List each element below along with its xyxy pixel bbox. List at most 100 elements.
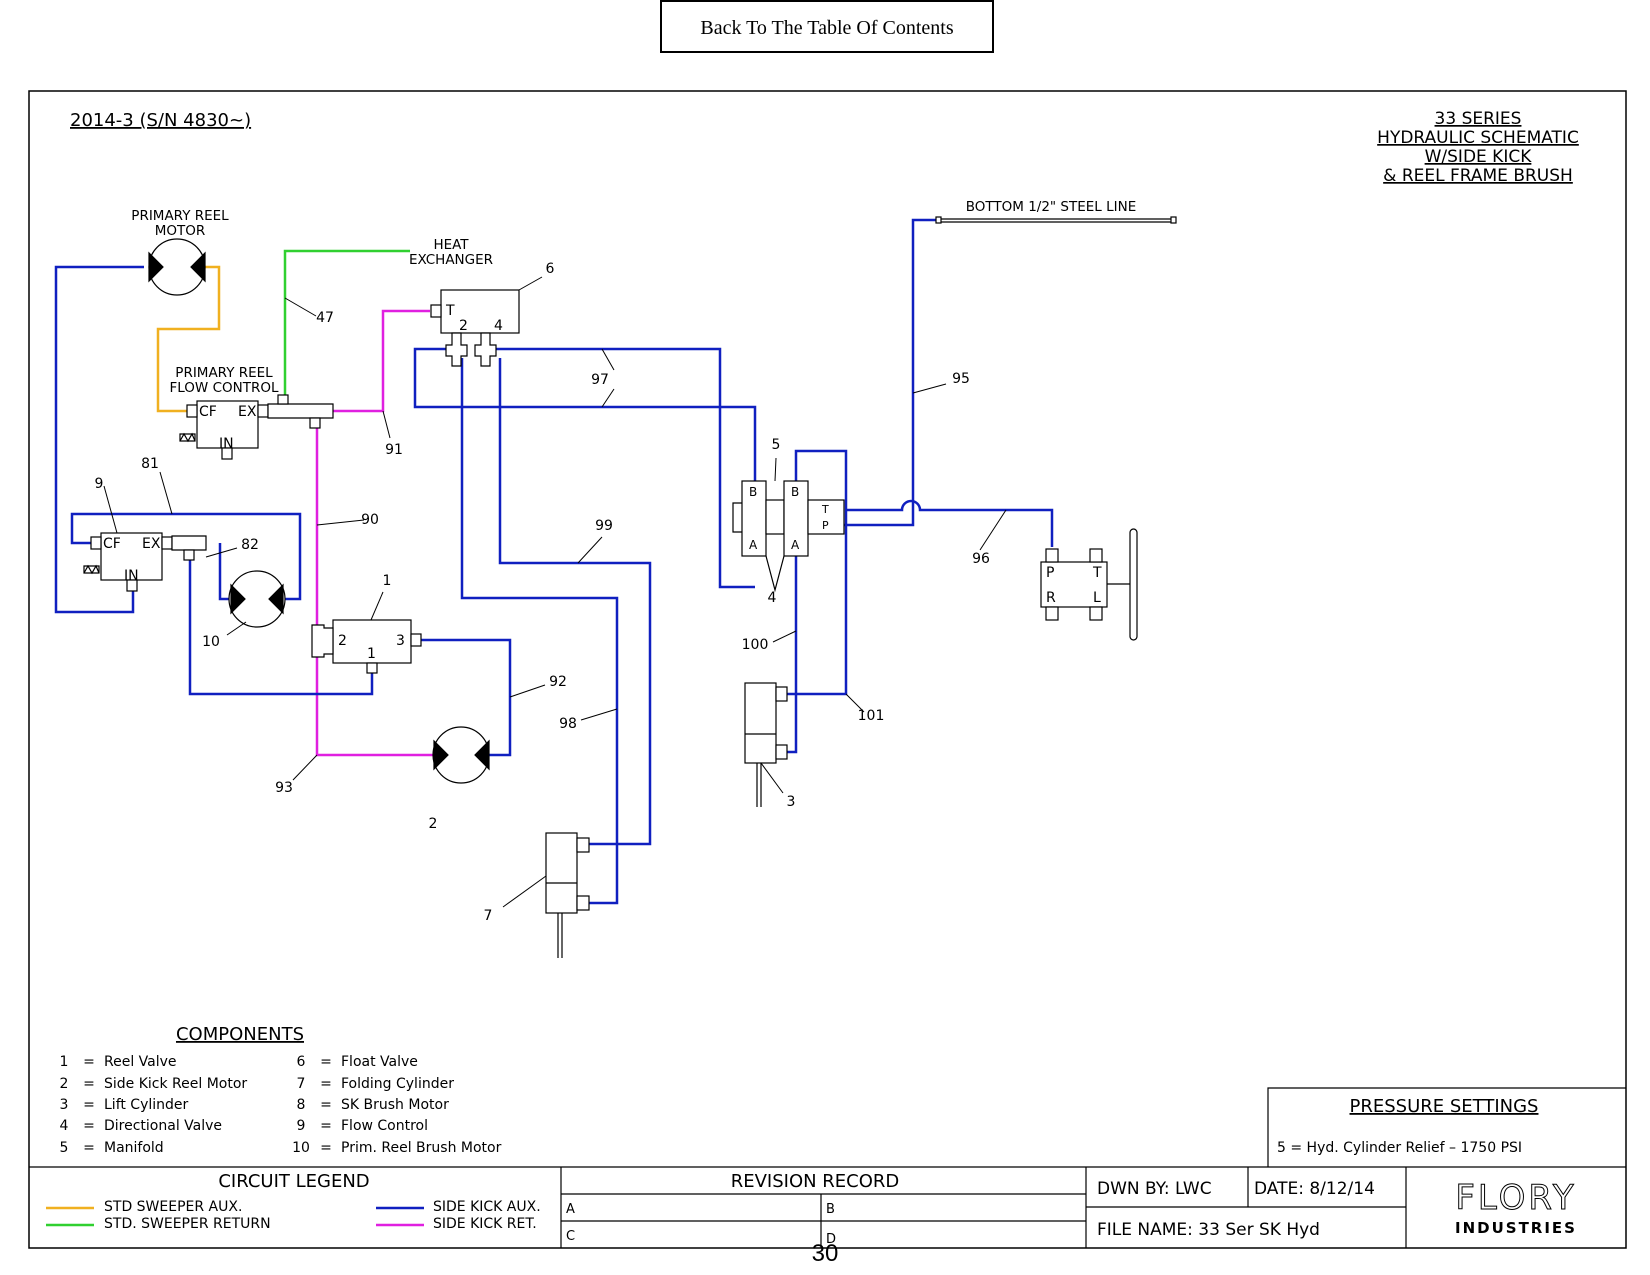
port-b-right: B bbox=[791, 485, 799, 499]
hose-97-a bbox=[496, 347, 755, 589]
comp-eq: = bbox=[83, 1118, 95, 1134]
port-in-primary: IN bbox=[219, 436, 234, 452]
revision-c: C bbox=[566, 1229, 575, 1244]
company-name: FLORY bbox=[1455, 1178, 1576, 1218]
hose-92-blue bbox=[421, 638, 512, 757]
lift-cylinder-3-symbol bbox=[744, 682, 788, 807]
port-t-valve6: T bbox=[445, 303, 455, 319]
comp-num: 4 bbox=[60, 1118, 69, 1134]
comp-name: Prim. Reel Brush Motor bbox=[341, 1140, 502, 1156]
primary-reel-flow-control-symbol bbox=[179, 394, 334, 460]
port-ex-9: EX bbox=[142, 536, 161, 552]
comp-eq: = bbox=[320, 1076, 332, 1092]
port-cf-primary: CF bbox=[199, 404, 217, 420]
directional-valve-symbol bbox=[732, 480, 845, 593]
comp-eq: = bbox=[320, 1140, 332, 1156]
title-line-1: 33 SERIES bbox=[1435, 109, 1522, 129]
comp-num: 10 bbox=[292, 1140, 310, 1156]
hose-96-blue bbox=[927, 508, 1054, 547]
callout-98: 98 bbox=[559, 716, 577, 732]
company-subtitle: INDUSTRIES bbox=[1455, 1219, 1577, 1237]
callout-3: 3 bbox=[787, 794, 796, 810]
comp-name: Directional Valve bbox=[104, 1118, 222, 1134]
title-line-2: HYDRAULIC SCHEMATIC bbox=[1377, 128, 1579, 148]
comp-num: 7 bbox=[297, 1076, 306, 1092]
legend-label-sk-ret: SIDE KICK RET. bbox=[433, 1216, 537, 1232]
port-3-valve1: 3 bbox=[396, 633, 405, 649]
pressure-title: PRESSURE SETTINGS bbox=[1350, 1096, 1539, 1117]
hose-100-blue bbox=[787, 553, 798, 754]
hose-reel-valve-return bbox=[188, 550, 374, 696]
callout-10: 10 bbox=[202, 634, 220, 650]
legend-label-std-return: STD. SWEEPER RETURN bbox=[104, 1216, 271, 1232]
callout-101: 101 bbox=[858, 708, 885, 724]
hose-97-b bbox=[413, 347, 757, 489]
callout-6: 6 bbox=[546, 261, 555, 277]
label-heat-exchanger-1: HEAT bbox=[433, 237, 469, 253]
revision-label: 2014-3 (S/N 4830~) bbox=[70, 110, 251, 131]
callout-90: 90 bbox=[361, 512, 379, 528]
comp-name: Float Valve bbox=[341, 1054, 418, 1070]
revision-a: A bbox=[566, 1202, 575, 1217]
hose-yellow-std-aux bbox=[156, 265, 221, 413]
flory-logo: FLORY INDUSTRIES bbox=[1455, 1178, 1577, 1238]
folding-cylinder-7-symbol bbox=[545, 832, 590, 958]
flow-control-9-symbol bbox=[83, 532, 207, 592]
primary-reel-motor-symbol bbox=[148, 238, 206, 296]
steering-valve-symbol bbox=[1040, 528, 1138, 641]
callout-81: 81 bbox=[141, 456, 159, 472]
comp-eq: = bbox=[83, 1097, 95, 1113]
legend-label-std-aux: STD SWEEPER AUX. bbox=[104, 1199, 242, 1215]
callout-95: 95 bbox=[952, 371, 970, 387]
port-ex-primary: EX bbox=[238, 404, 257, 420]
hose-95-blue bbox=[844, 218, 938, 527]
hose-90-magenta bbox=[315, 425, 434, 757]
hose-81-blue bbox=[70, 512, 302, 601]
title-line-3: W/SIDE KICK bbox=[1425, 147, 1533, 167]
hose-primary-reel-loop bbox=[54, 265, 144, 614]
callout-5: 5 bbox=[772, 437, 781, 453]
label-flow-control-1: PRIMARY REEL bbox=[175, 365, 273, 381]
title-line-4: & REEL FRAME BRUSH bbox=[1383, 166, 1573, 186]
drawn-by: DWN BY: LWC bbox=[1097, 1179, 1212, 1199]
callout-97: 97 bbox=[591, 372, 609, 388]
legend-label-sk-aux: SIDE KICK AUX. bbox=[433, 1199, 541, 1215]
callout-47: 47 bbox=[316, 310, 334, 326]
callout-100: 100 bbox=[742, 637, 769, 653]
callout-2: 2 bbox=[429, 816, 438, 832]
motor-10-symbol bbox=[228, 570, 286, 628]
comp-num: 3 bbox=[60, 1097, 69, 1113]
pressure-line: 5 = Hyd. Cylinder Relief – 1750 PSI bbox=[1277, 1140, 1522, 1156]
label-primary-reel-motor-2: MOTOR bbox=[155, 223, 206, 239]
callout-93: 93 bbox=[275, 780, 293, 796]
hose-47-green bbox=[283, 249, 410, 398]
title-strip-grid bbox=[29, 1166, 1626, 1248]
port-1-valve1: 1 bbox=[367, 646, 376, 662]
revision-b: B bbox=[826, 1202, 835, 1217]
pressure-settings-box: PRESSURE SETTINGS 5 = Hyd. Cylinder Reli… bbox=[1267, 1087, 1626, 1167]
callout-96: 96 bbox=[972, 551, 990, 567]
revision-record-title: REVISION RECORD bbox=[731, 1171, 900, 1192]
label-heat-exchanger-2: EXCHANGER bbox=[409, 252, 493, 268]
port-l-steering: L bbox=[1093, 590, 1101, 606]
port-4-valve6: 4 bbox=[494, 318, 503, 334]
hose-99-blue bbox=[498, 358, 652, 846]
components-list: 1 = Reel Valve 2 = Side Kick Reel Motor … bbox=[60, 1054, 502, 1156]
comp-name: Side Kick Reel Motor bbox=[104, 1076, 247, 1092]
comp-num: 1 bbox=[60, 1054, 69, 1070]
back-to-contents-button[interactable]: Back To The Table Of Contents bbox=[660, 0, 994, 53]
side-kick-reel-motor-symbol bbox=[432, 726, 490, 784]
port-p-valve4: P bbox=[822, 519, 829, 532]
schematic-title: 33 SERIES HYDRAULIC SCHEMATIC W/SIDE KIC… bbox=[1377, 109, 1579, 186]
comp-eq: = bbox=[320, 1054, 332, 1070]
hose-91-magenta bbox=[333, 309, 430, 413]
comp-name: Flow Control bbox=[341, 1118, 428, 1134]
label-bottom-line: BOTTOM 1/2" STEEL LINE bbox=[966, 199, 1137, 215]
comp-num: 6 bbox=[297, 1054, 306, 1070]
comp-name: SK Brush Motor bbox=[341, 1097, 449, 1113]
port-2-valve6: 2 bbox=[459, 318, 468, 334]
label-flow-control-2: FLOW CONTROL bbox=[170, 380, 279, 396]
float-valve-6-symbol bbox=[430, 289, 520, 367]
comp-num: 2 bbox=[60, 1076, 69, 1092]
callout-99: 99 bbox=[595, 518, 613, 534]
